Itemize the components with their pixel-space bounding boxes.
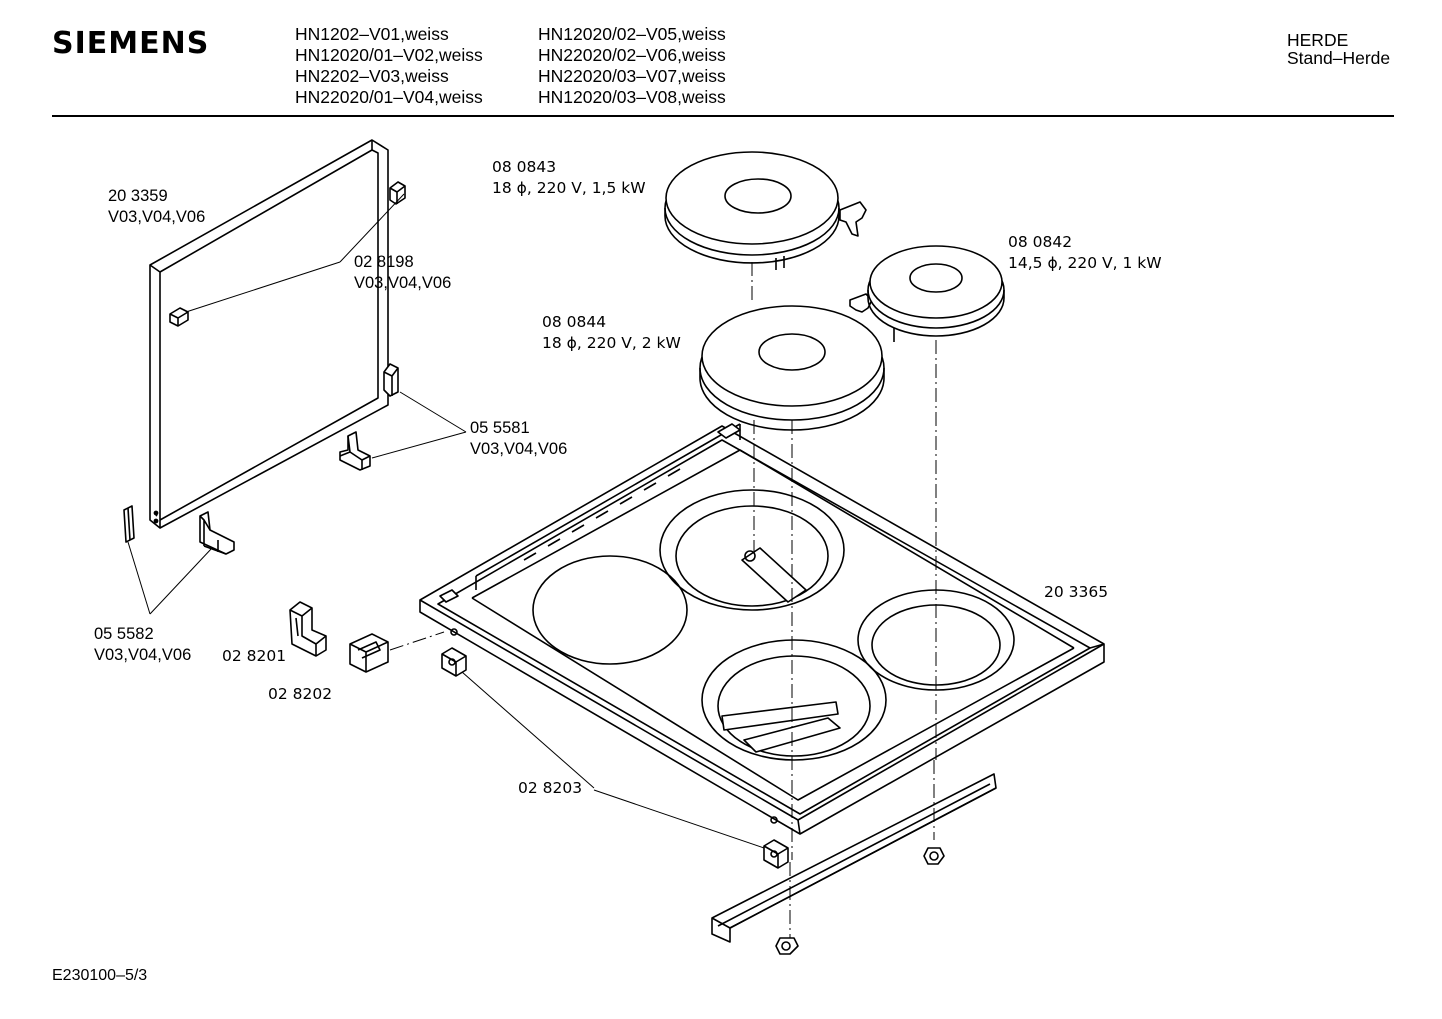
part-number: 20 3365 [1044,583,1109,601]
model-item: HN22020/03–V07,weiss [538,66,726,86]
hotplate-08-0844 [699,305,885,431]
model-item: HN12020/02–V05,weiss [538,24,726,44]
bracket-right-upper [383,363,399,397]
holder-02-8202 [349,633,389,673]
part-label-08-0843: 08 0843 18 ϕ, 220 V, 1,5 kW [492,157,646,199]
part-number: 02 8203 [518,779,583,797]
part-label-05-5581: 05 5581 V03,V04,V06 [470,418,567,460]
part-number: 08 0843 [492,158,557,176]
block-02-8203-lower [763,839,789,869]
siemens-logo: SIEMENS [52,26,210,61]
part-number: 02 8201 [222,647,287,665]
assembly-lines [389,262,937,938]
part-number: 20 3359 [108,187,168,205]
part-label-02-8203: 02 8203 [518,778,582,799]
part-variants: V03,V04,V06 [470,440,568,458]
part-variants: V03,V04,V06 [354,274,452,292]
bottom-rail [711,773,997,943]
model-item: HN2202–V03,weiss [295,66,449,86]
bracket-right-lower [339,431,371,471]
part-label-02-8198: 02 8198 V03,V04,V06 [354,252,451,294]
part-number: 02 8198 [354,253,414,271]
part-number: 02 8202 [268,685,333,703]
part-label-08-0844: 08 0844 18 ϕ, 220 V, 2 kW [542,312,681,354]
hotplate-08-0843 [664,151,867,270]
nut-left [775,937,799,955]
header-divider [52,115,1394,117]
category-title: HERDE [1287,30,1349,50]
leader-lines [127,193,765,849]
part-label-20-3359: 20 3359 V03,V04,V06 [108,186,205,228]
clip-strip [123,505,135,543]
model-item: HN22020/01–V04,weiss [295,87,483,107]
model-item: HN12020/03–V08,weiss [538,87,726,107]
part-label-02-8201: 02 8201 [222,646,286,667]
part-spec: 18 ϕ, 220 V, 2 kW [542,334,681,352]
drawing-id: E230100–5/3 [52,967,148,984]
part-label-20-3365: 20 3365 [1044,582,1108,603]
part-label-05-5582: 05 5582 V03,V04,V06 [94,624,191,666]
model-item: HN12020/01–V02,weiss [295,45,483,65]
clip-02-8201 [289,601,327,657]
category-subtitle: Stand–Herde [1287,48,1391,68]
nut-right [923,847,945,865]
cooktop-tray [419,423,1105,835]
part-number: 05 5582 [94,625,154,643]
clip-left [169,307,189,327]
part-spec: 14,5 ϕ, 220 V, 1 kW [1008,254,1162,272]
part-variants: V03,V04,V06 [108,208,206,226]
model-list-column-1: HN1202–V01,weiss HN12020/01–V02,weiss HN… [295,24,483,108]
part-number: 08 0844 [542,313,607,331]
category-block: HERDE Stand–Herde [1287,31,1390,67]
hotplate-08-0842 [849,245,1005,342]
model-item: HN1202–V01,weiss [295,24,449,44]
part-number: 08 0842 [1008,233,1073,251]
block-02-8203-upper [441,647,467,677]
part-spec: 18 ϕ, 220 V, 1,5 kW [492,179,646,197]
part-variants: V03,V04,V06 [94,646,192,664]
rear-panel-frame [149,139,389,529]
part-number: 05 5581 [470,419,530,437]
part-label-08-0842: 08 0842 14,5 ϕ, 220 V, 1 kW [1008,232,1162,274]
model-item: HN22020/02–V06,weiss [538,45,726,65]
bracket-left-lower [199,511,235,555]
part-label-02-8202: 02 8202 [268,684,332,705]
model-list-column-2: HN12020/02–V05,weiss HN22020/02–V06,weis… [538,24,726,108]
